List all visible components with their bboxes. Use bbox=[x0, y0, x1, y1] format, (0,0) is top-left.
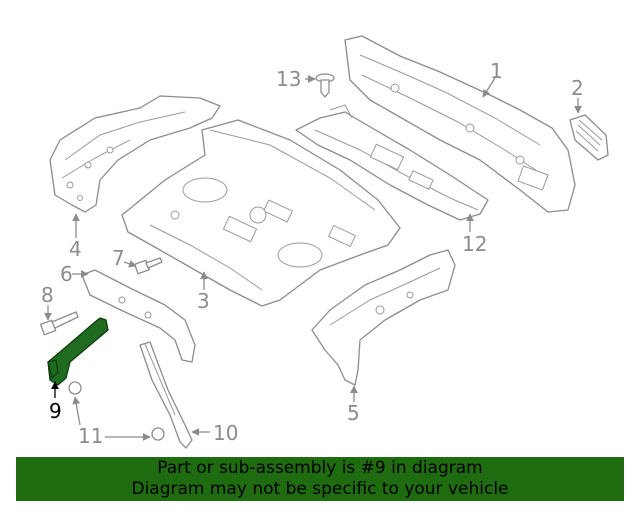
parts-diagram: 1 2 3 4 5 6 7 8 9 10 11 12 13 bbox=[40, 35, 609, 449]
part-4-side-panel bbox=[49, 95, 221, 213]
callout-12: 12 bbox=[462, 232, 487, 256]
part-13-clip bbox=[315, 73, 335, 98]
part-7-bolt bbox=[134, 257, 163, 275]
callout-9: 9 bbox=[49, 399, 62, 423]
part-11-nut bbox=[68, 381, 165, 441]
part-3-rear-floor bbox=[121, 119, 401, 307]
part-10-brace bbox=[139, 341, 193, 449]
callout-leaders bbox=[44, 75, 582, 441]
banner-line-2: Diagram may not be specific to your vehi… bbox=[131, 479, 509, 499]
part-5-inner-panel bbox=[311, 249, 456, 386]
callout-10: 10 bbox=[213, 421, 238, 445]
callout-8: 8 bbox=[41, 283, 54, 307]
callout-13: 13 bbox=[276, 67, 301, 91]
callout-3: 3 bbox=[197, 289, 210, 313]
callout-7: 7 bbox=[112, 246, 125, 270]
info-banner: Part or sub-assembly is #9 in diagram Di… bbox=[16, 457, 624, 501]
callout-4: 4 bbox=[69, 237, 82, 261]
part-9-highlighted-bracket bbox=[47, 317, 109, 386]
part-1-rear-panel bbox=[344, 35, 576, 213]
callout-5: 5 bbox=[347, 401, 360, 425]
callout-labels: 1 2 3 4 5 6 7 8 9 10 11 12 13 bbox=[41, 59, 584, 448]
part-2-vent-grille bbox=[569, 114, 609, 161]
part-6-bracket bbox=[81, 269, 196, 363]
part-8-bolt bbox=[40, 311, 79, 336]
callout-1: 1 bbox=[490, 59, 503, 83]
banner-line-1: Part or sub-assembly is #9 in diagram bbox=[157, 458, 483, 478]
part-12-cross-member bbox=[295, 104, 489, 221]
callout-6: 6 bbox=[60, 262, 73, 286]
callout-2: 2 bbox=[571, 76, 584, 100]
callout-11: 11 bbox=[78, 424, 103, 448]
